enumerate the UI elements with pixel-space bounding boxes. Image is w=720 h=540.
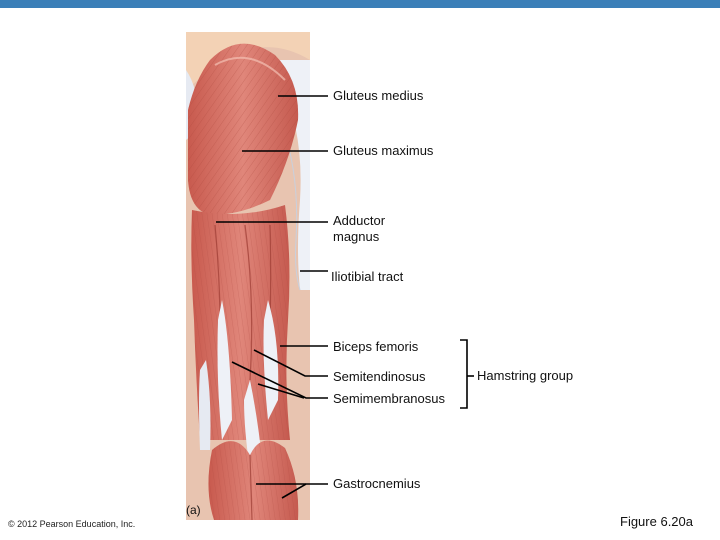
- leader-line-semitendinosus: [253, 349, 328, 377]
- label-gluteus-medius: Gluteus medius: [333, 88, 424, 103]
- leader-lines: [216, 95, 328, 499]
- label-hamstring-group: Hamstring group: [477, 368, 574, 383]
- copyright-notice: © 2012 Pearson Education, Inc.: [8, 519, 136, 529]
- hamstring-group-bracket: [460, 339, 468, 409]
- label-semimembranosus: Semimembranosus: [333, 391, 445, 406]
- skin-area: [186, 32, 310, 90]
- label-gluteus-maximus: Gluteus maximus: [333, 143, 434, 158]
- tendon-medial: [217, 300, 232, 440]
- label-gastrocnemius: Gastrocnemius: [333, 476, 421, 491]
- label-adductor-magnus: Adductor magnus: [333, 213, 386, 244]
- label-semitendinosus: Semitendinosus: [333, 369, 426, 384]
- label-biceps-femoris: Biceps femoris: [333, 339, 419, 354]
- leader-line-semimembranosus: [231, 361, 328, 399]
- label-iliotibial-tract: Iliotibial tract: [331, 269, 404, 284]
- figure-number: Figure 6.20a: [620, 514, 693, 529]
- panel-label: (a): [186, 503, 201, 517]
- iliotibial-tract-shape: [270, 60, 310, 290]
- tendon-lateral: [263, 300, 279, 420]
- top-accent-bar: [0, 0, 720, 8]
